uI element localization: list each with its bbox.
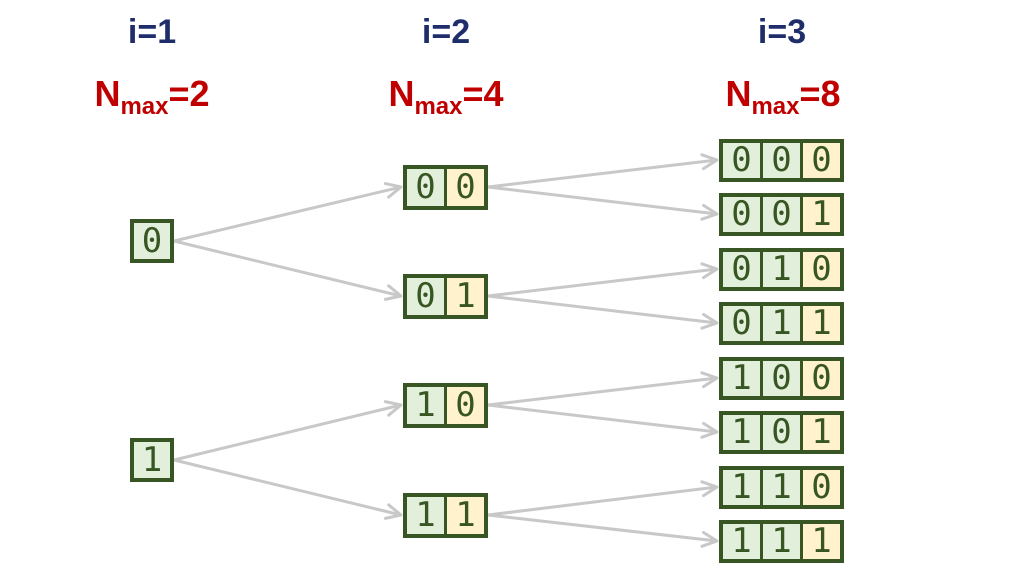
bit-cell: 1 [723,358,760,398]
arrowhead-icon [700,312,719,330]
column-3-nmax-label: Nmax=8 [725,73,841,120]
bit-cell: 0 [723,140,760,180]
arrowhead-icon [700,480,719,498]
column-2-nmax-label: Nmax=4 [388,73,504,120]
column-1-nmax-label: Nmax=2 [94,73,210,120]
new-bit-cell: 1 [803,412,840,452]
bit-cell: 0 [723,194,760,234]
arrow-01-to-010 [487,267,718,298]
arrowhead-icon [700,421,719,439]
bit-cell: 1 [407,495,444,535]
arrow-1-to-10 [173,403,402,462]
new-bit-cell: 1 [803,521,840,561]
arrow-0-to-00 [173,185,402,243]
new-bit-cell: 0 [803,140,840,180]
arrowhead-icon [700,530,719,548]
arrowhead-icon [700,153,719,171]
node-1: 1 [130,438,174,482]
arrow-11-to-111 [487,513,718,543]
bit-cell: 0 [723,249,760,289]
bit-cell: 0 [723,303,760,343]
bit-cell: 0 [407,167,444,207]
column-2-index-label: i=2 [421,13,471,51]
bit-cell: 1 [723,521,760,561]
bit-cell: 1 [407,385,444,425]
new-bit-cell: 0 [803,249,840,289]
bit-cell: 1 [763,249,800,289]
bit-cell: 0 [763,194,800,234]
new-bit-cell: 1 [803,194,840,234]
arrow-11-to-110 [487,485,718,517]
arrowhead-icon [700,262,719,280]
arrowhead-icon [700,371,719,389]
bit-cell: 1 [763,467,800,507]
arrow-00-to-000 [487,158,718,189]
arrow-1-to-11 [173,458,402,517]
new-bit-cell: 0 [803,467,840,507]
arrow-10-to-100 [487,376,718,407]
arrowhead-icon [700,203,719,221]
arrow-00-to-001 [487,185,718,216]
arrowhead-icon [383,400,403,417]
arrow-01-to-011 [487,294,718,325]
bit-cell: 1 [134,440,170,480]
column-1-index-label: i=1 [127,13,177,51]
bit-cell: 0 [134,221,170,261]
arrow-10-to-101 [487,403,718,434]
bit-cell: 1 [723,467,760,507]
column-3-index-label: i=3 [757,13,807,51]
bit-cell: 0 [763,358,800,398]
arrow-0-to-01 [173,239,402,298]
new-bit-cell: 0 [447,385,484,425]
bit-cell: 1 [723,412,760,452]
new-bit-cell: 0 [803,358,840,398]
bit-cell: 1 [763,521,800,561]
arrowhead-icon [383,284,403,301]
bit-cell: 0 [407,276,444,316]
node-0: 0 [130,219,174,263]
bit-cell: 0 [763,412,800,452]
new-bit-cell: 0 [447,167,484,207]
new-bit-cell: 1 [447,276,484,316]
arrowhead-icon [383,503,403,520]
bit-cell: 0 [763,140,800,180]
arrowhead-icon [383,182,403,199]
new-bit-cell: 1 [803,303,840,343]
new-bit-cell: 1 [447,495,484,535]
bit-cell: 1 [763,303,800,343]
